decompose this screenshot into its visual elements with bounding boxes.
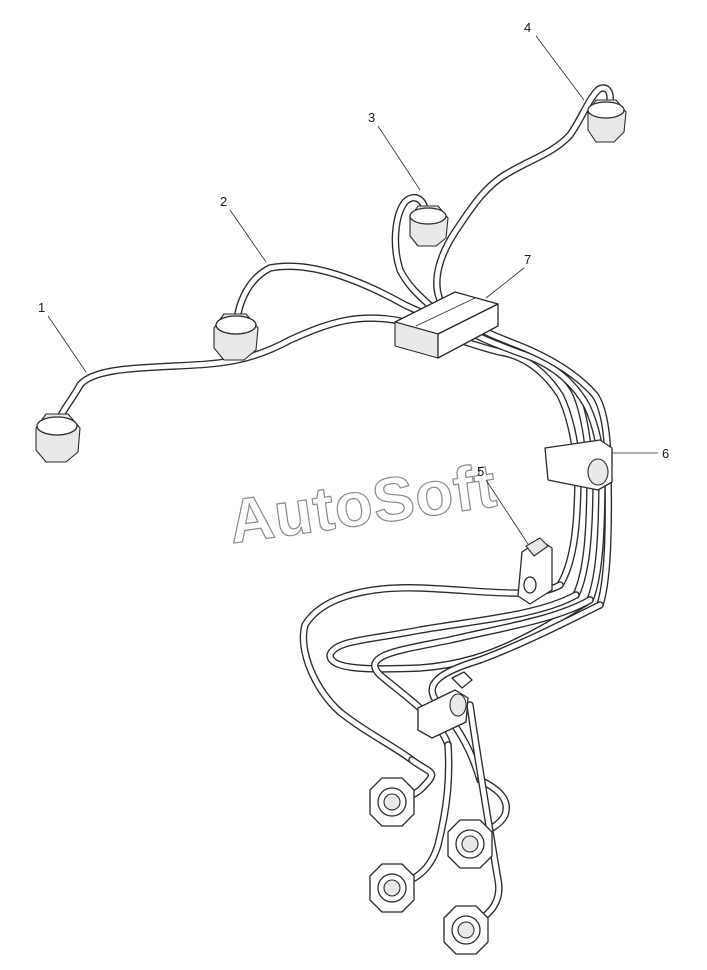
leader-1 [47, 315, 87, 373]
leader-2 [229, 209, 267, 263]
callout-7: 7 [524, 252, 531, 267]
callout-6: 6 [662, 446, 669, 461]
nut-pipe-1 [35, 413, 81, 463]
callout-3: 3 [368, 110, 375, 125]
nut-bottom-1 [369, 777, 415, 827]
leader-lines [47, 35, 658, 545]
leader-4 [535, 35, 585, 101]
callout-1: 1 [38, 300, 45, 315]
pipe-4 [433, 84, 614, 474]
clamp-block-7 [394, 291, 499, 359]
nut-bottom-2 [447, 819, 493, 869]
callout-5: 5 [477, 464, 484, 479]
clip-6 [544, 439, 613, 491]
clamp-lower [417, 671, 473, 739]
bracket-5 [517, 537, 553, 605]
callout-4: 4 [524, 20, 531, 35]
nut-bottom-3 [369, 863, 415, 913]
watermark-text: AutoSoft [225, 451, 502, 557]
nut-pipe-3 [409, 205, 449, 247]
nut-pipe-2 [213, 313, 259, 361]
leader-7 [485, 267, 525, 299]
leader-3 [377, 125, 421, 191]
leader-5 [485, 479, 529, 545]
pipe-bundle-vertical [556, 466, 613, 609]
pipe-1 [51, 314, 582, 474]
callout-2: 2 [220, 194, 227, 209]
nut-bottom-4 [443, 905, 489, 955]
nut-pipe-4 [587, 99, 627, 143]
